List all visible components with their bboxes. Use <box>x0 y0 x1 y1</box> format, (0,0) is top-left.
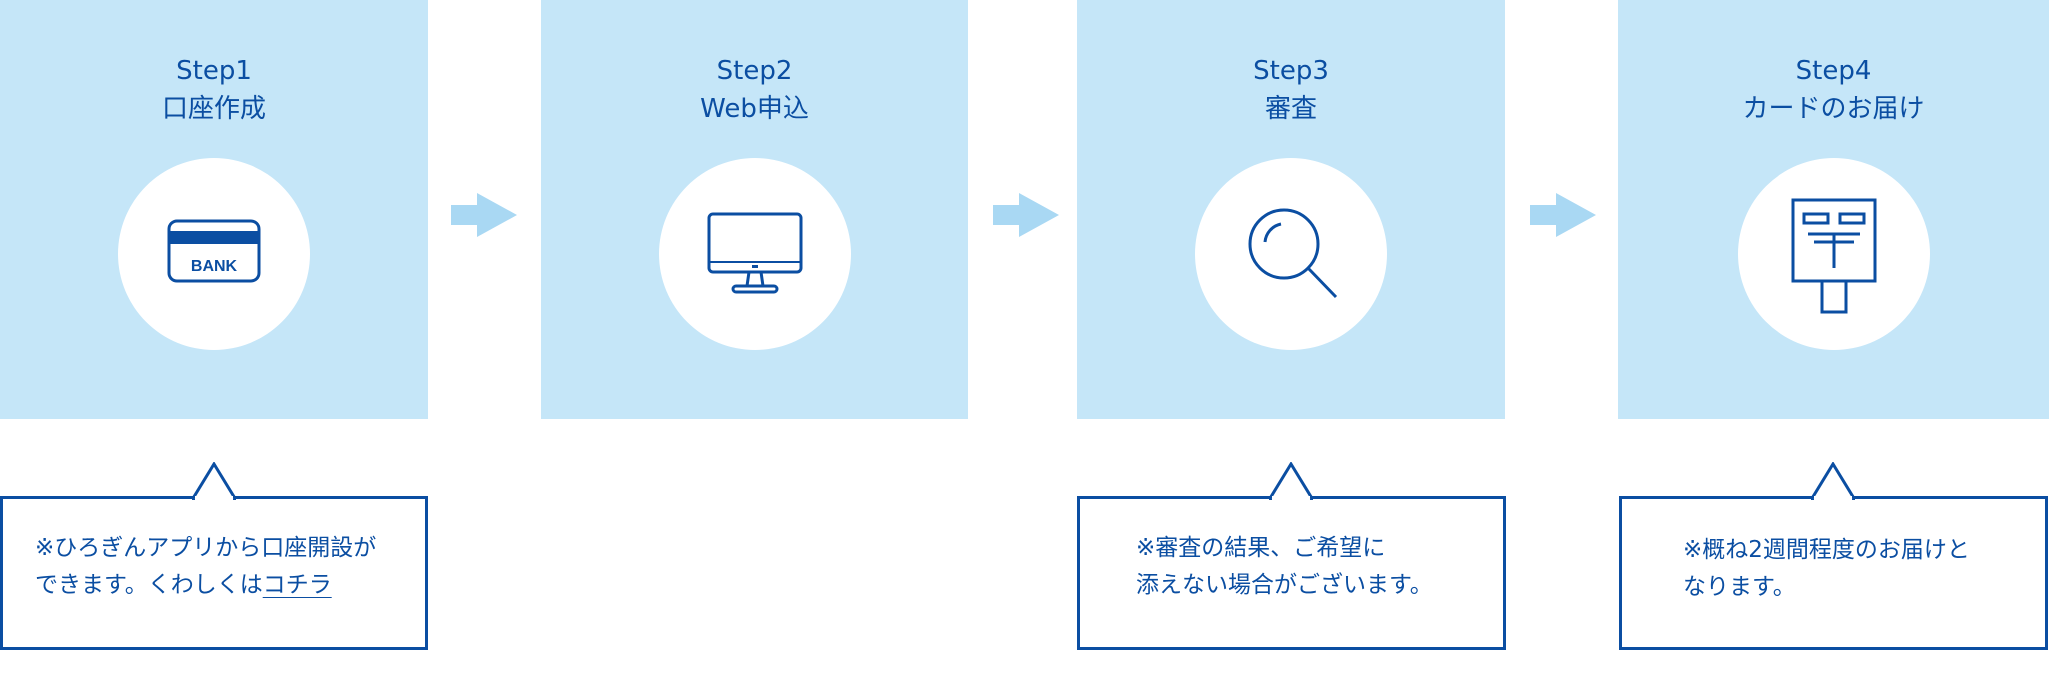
arrow-right-icon <box>993 193 1059 237</box>
callout-tail <box>1811 462 1855 500</box>
step-2-title: Step2 Web申込 <box>541 52 968 128</box>
callout-tail <box>192 462 236 500</box>
step-1-title: Step1 口座作成 <box>0 52 428 128</box>
note-line: なります。 <box>1683 574 1796 600</box>
step-1-panel: Step1 口座作成 BANK <box>0 0 428 419</box>
step-4-panel: Step4 カードのお届け <box>1618 0 2049 419</box>
note-line: ※ひろぎんアプリから口座開設が <box>35 535 377 561</box>
step-label: カードのお届け <box>1742 94 1925 124</box>
step-1-icon-circle: BANK <box>118 158 310 350</box>
step-number: Step2 <box>716 56 793 86</box>
step-number: Step1 <box>176 56 252 86</box>
step-label: 審査 <box>1264 94 1317 124</box>
magnifier-icon <box>1248 208 1338 299</box>
bank-card-label: BANK <box>191 258 238 275</box>
note-line: 添えない場合がございます。 <box>1136 572 1433 598</box>
step-2-icon-circle <box>658 158 851 350</box>
note-line: ※審査の結果、ご希望に <box>1136 535 1386 561</box>
note-line: ※概ね2週間程度のお届けと <box>1683 537 1970 563</box>
step-3-title: Step3 審査 <box>1077 52 1505 128</box>
desktop-monitor-icon <box>707 212 802 294</box>
step-4-note-text: ※概ね2週間程度のお届けと なります。 <box>1683 532 1970 606</box>
step-2-panel: Step2 Web申込 <box>541 0 968 419</box>
note-line-prefix: できます。くわしくは <box>35 572 263 598</box>
step-4-title: Step4 カードのお届け <box>1618 52 2049 128</box>
step-3-note-text: ※審査の結果、ご希望に 添えない場合がございます。 <box>1136 530 1433 604</box>
step-4-note-box <box>1619 496 2048 650</box>
step-4-icon-circle <box>1737 158 1930 350</box>
step-3-panel: Step3 審査 <box>1077 0 1505 419</box>
step-number: Step3 <box>1253 56 1329 86</box>
arrow-right-icon <box>451 193 517 237</box>
step-label: 口座作成 <box>161 94 266 124</box>
step-number: Step4 <box>1795 56 1872 86</box>
note-line: できます。くわしくはコチラ <box>35 567 376 604</box>
step-3-icon-circle <box>1195 158 1387 350</box>
details-link[interactable]: コチラ <box>262 572 332 598</box>
arrow-right-icon <box>1530 193 1596 237</box>
step-label: Web申込 <box>700 94 809 124</box>
postbox-icon <box>1791 198 1876 314</box>
step-1-note-box <box>0 496 428 650</box>
bank-card-icon: BANK <box>167 219 261 283</box>
callout-tail <box>1269 462 1313 500</box>
step-1-note-text: ※ひろぎんアプリから口座開設が できます。くわしくはコチラ <box>35 530 376 604</box>
